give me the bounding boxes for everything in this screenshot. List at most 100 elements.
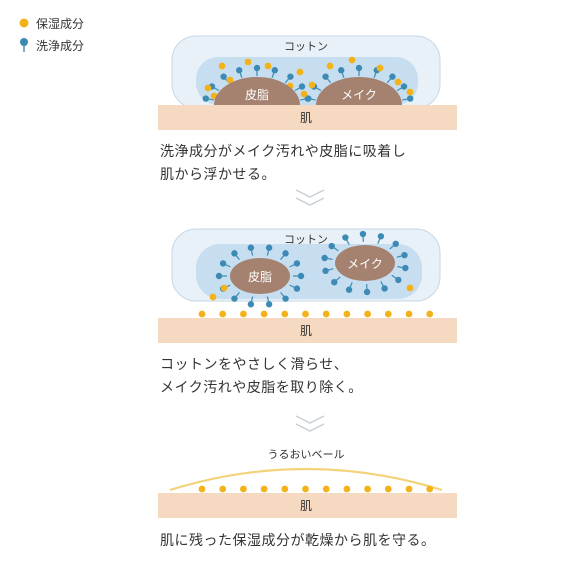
cleanser-particle: [396, 83, 408, 92]
sebum-dirt: [230, 258, 290, 294]
skin-label: 肌: [300, 324, 312, 338]
step-3-panel: うるおいベール 肌: [158, 448, 457, 518]
skin-layer: [158, 493, 457, 518]
cleanser-particle: [215, 272, 227, 280]
cleanser-particle: [377, 233, 385, 244]
caption-line: 肌から浮かせる。: [160, 167, 276, 183]
cleanser-particle: [284, 73, 294, 84]
legend-label-cleanser: 洗浄成分: [36, 38, 85, 53]
caption-line: コットンをやさしく滑らせ、: [160, 357, 349, 373]
caption-line: 肌に残った保湿成分が乾燥から肌を守る。: [160, 533, 436, 549]
makeup-label: メイク: [347, 257, 383, 271]
moisture-particle: [226, 76, 234, 84]
moisture-particle: [343, 485, 351, 493]
step-2-caption: コットンをやさしく滑らせ、 メイク汚れや皮脂を取り除く。: [160, 354, 363, 400]
moisture-particle: [384, 485, 392, 493]
moisture-particle: [244, 58, 252, 66]
cleanser-particle: [294, 83, 306, 92]
moisture-particle: [219, 310, 227, 318]
moisture-dot-icon: [19, 18, 29, 28]
chevron-down-icon: [295, 189, 325, 206]
cleanser-particle: [280, 292, 289, 302]
cleanser-particle: [202, 95, 214, 102]
sebum-label: 皮脂: [248, 269, 272, 284]
cleanser-particle: [265, 296, 273, 308]
moisture-particle: [322, 310, 330, 318]
moisture-particle: [405, 310, 413, 318]
moisture-particle: [219, 485, 227, 493]
moisture-particle: [300, 90, 308, 98]
cotton-label: コットン: [284, 233, 328, 246]
moisture-particle: [260, 310, 268, 318]
cleanser-particle: [231, 292, 240, 302]
moisture-particle: [426, 485, 434, 493]
cleanser-particle: [271, 67, 278, 78]
moisture-particle: [322, 485, 330, 493]
moisture-particle: [198, 310, 206, 318]
cleanser-particle: [265, 244, 273, 256]
cleanser-particle: [363, 283, 371, 296]
cleanser-particle: [331, 276, 341, 286]
cleanser-particle: [328, 242, 339, 252]
moisture-particle: [376, 64, 384, 72]
veil-label: うるおいベール: [268, 448, 345, 461]
step-1-caption: 洗浄成分がメイク汚れや皮脂に吸着し 肌から浮かせる。: [160, 141, 406, 187]
step-1-panel: コットン 皮脂 メイク 肌: [158, 35, 457, 130]
cleanser-particle: [391, 274, 402, 284]
moisture-particle: [240, 485, 247, 493]
cleanser-particle: [253, 64, 261, 76]
caption-line: 洗浄成分がメイク汚れや皮脂に吸着し: [160, 144, 407, 160]
moisture-particle: [302, 310, 309, 318]
moisture-particle: [406, 88, 414, 96]
moisture-particle: [364, 310, 371, 318]
cleanser-particle: [247, 296, 255, 308]
cleanser-particle: [389, 240, 399, 250]
legend: 保湿成分 洗浄成分: [18, 12, 84, 56]
moisture-particle: [204, 84, 212, 92]
moisture-particle: [326, 62, 334, 70]
makeup-label: メイク: [341, 88, 377, 102]
moisture-particle: [296, 68, 304, 76]
moisture-particle: [394, 78, 402, 86]
cleanser-particle: [289, 260, 301, 268]
particle-group: [198, 230, 434, 318]
particle-group: [202, 56, 414, 102]
cleanser-particle: [342, 234, 350, 245]
cleanser-particle: [396, 251, 408, 259]
cleanser-particle: [397, 264, 409, 272]
cleanser-particle: [359, 230, 367, 243]
cleanser-particle: [293, 272, 305, 280]
moisture-particle: [364, 485, 371, 493]
cleanser-pin-icon: [20, 38, 28, 52]
skin-label: 肌: [300, 499, 312, 513]
sebum-dirt: [214, 77, 300, 105]
moisture-particle: [281, 310, 289, 318]
cleanser-particle: [355, 64, 363, 76]
cleanser-particle: [247, 244, 255, 256]
moisture-veil-arc: [169, 467, 443, 492]
moisture-particle: [406, 284, 414, 292]
cleanser-particle: [322, 267, 334, 275]
makeup-dirt: [316, 77, 402, 105]
cleanser-particle: [386, 73, 396, 84]
moisture-particle: [405, 485, 413, 493]
cleanser-particle: [345, 282, 353, 293]
step-2-panel: コットン 皮脂 メイク 肌: [158, 228, 457, 343]
moisture-particle: [302, 485, 309, 493]
moisture-particle: [218, 62, 226, 70]
cleanser-particle: [322, 73, 332, 84]
moisture-particle: [384, 310, 392, 318]
moisture-particle: [240, 310, 247, 318]
skin-layer: [158, 105, 457, 130]
cleanser-particle: [321, 254, 333, 262]
moisture-particle: [308, 81, 316, 89]
makeup-dirt: [335, 245, 395, 281]
moisture-particle: [343, 310, 351, 318]
particle-group: [198, 485, 434, 493]
moisture-particle: [220, 284, 228, 292]
sebum-label: 皮脂: [245, 87, 269, 102]
cleanser-particle: [380, 281, 388, 292]
cleanser-particle: [236, 67, 243, 78]
skin-label: 肌: [300, 111, 312, 125]
